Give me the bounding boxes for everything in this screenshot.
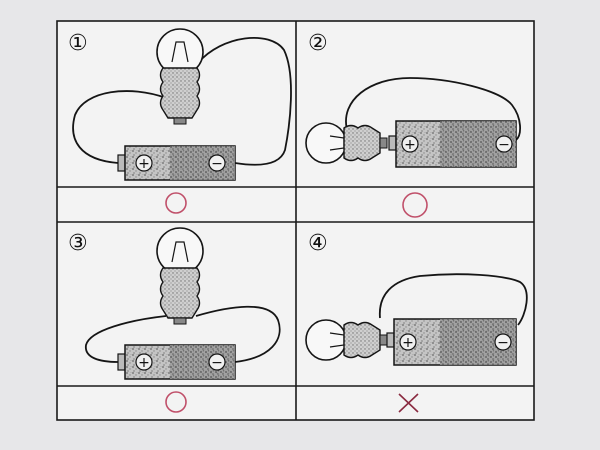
battery-terminal-nub bbox=[386, 332, 395, 348]
bulb-glass bbox=[156, 227, 204, 275]
panel-4: ④ + − × bbox=[0, 0, 528, 413]
panel-4-verdict: × bbox=[0, 0, 419, 413]
panel-1: ① + − ○ bbox=[0, 0, 292, 214]
minus-symbol-ring bbox=[495, 135, 513, 153]
panel-2-verdict-text: ○ bbox=[0, 0, 1, 1]
battery-terminal-nub bbox=[388, 135, 397, 151]
bulb-screw-base bbox=[159, 267, 201, 319]
panel-3: ③ + − ○ bbox=[0, 0, 281, 413]
panel-4-battery: + − bbox=[386, 318, 517, 366]
plus-symbol-ring bbox=[401, 135, 419, 153]
bulb-filament bbox=[171, 241, 189, 263]
minus-symbol-ring bbox=[494, 333, 512, 351]
minus-symbol-ring bbox=[208, 353, 226, 371]
panel-1-battery: + − bbox=[117, 145, 236, 181]
bulb-tip bbox=[173, 317, 187, 325]
plus-symbol: + bbox=[138, 355, 150, 371]
plus-symbol: + bbox=[404, 137, 416, 153]
panel-2: ② + − ○ bbox=[0, 0, 521, 218]
bulb-tip bbox=[379, 334, 388, 346]
panel-1-verdict: ○ bbox=[0, 0, 187, 214]
bulb-glass bbox=[305, 122, 347, 164]
panel-4-verdict-cross bbox=[398, 393, 419, 413]
plus-symbol: + bbox=[138, 156, 150, 172]
bulb-glass bbox=[305, 319, 347, 361]
panel-2-bulb bbox=[305, 122, 388, 164]
panel-3-verdict-circle bbox=[165, 391, 187, 413]
minus-symbol: − bbox=[498, 137, 510, 153]
panel-1-bulb bbox=[156, 28, 204, 125]
panel-4-bulb bbox=[305, 319, 388, 361]
panel-1-verdict-circle bbox=[165, 192, 187, 214]
bulb-screw-base bbox=[343, 124, 381, 162]
battery-terminal-nub bbox=[117, 154, 126, 172]
minus-symbol: − bbox=[211, 156, 223, 172]
panel-1-verdict-text: ○ bbox=[0, 0, 1, 1]
minus-symbol: − bbox=[497, 335, 509, 351]
plus-symbol-ring bbox=[399, 333, 417, 351]
panel-2-battery: + − bbox=[388, 120, 517, 168]
panel-3-verdict: ○ bbox=[0, 0, 187, 413]
panel-1-number: ① bbox=[68, 31, 88, 56]
plus-symbol-ring bbox=[135, 353, 153, 371]
bulb-screw-base bbox=[159, 67, 201, 119]
panel-1-wire bbox=[72, 37, 292, 166]
panel-2-verdict-circle bbox=[402, 192, 428, 218]
panel-2-wire bbox=[345, 77, 521, 141]
panel-3-number: ③ bbox=[68, 231, 88, 256]
panel-3-verdict-text: ○ bbox=[0, 0, 1, 1]
minus-symbol-ring bbox=[208, 154, 226, 172]
panel-2-verdict: ○ bbox=[0, 0, 428, 218]
plus-symbol: + bbox=[402, 335, 414, 351]
panel-4-number: ④ bbox=[308, 231, 328, 256]
bulb-tip bbox=[379, 137, 388, 149]
panel-4-wire bbox=[379, 273, 528, 326]
bulb-screw-base bbox=[343, 321, 381, 359]
panel-3-bulb bbox=[156, 227, 204, 325]
panel-3-battery: + − bbox=[117, 344, 236, 380]
bulb-tip bbox=[173, 117, 187, 125]
bulb-filament bbox=[171, 41, 189, 63]
panel-3-wire bbox=[85, 305, 281, 363]
panel-2-number: ② bbox=[308, 31, 328, 56]
panel-4-verdict-text: × bbox=[0, 0, 1, 1]
battery-terminal-nub bbox=[117, 353, 126, 371]
plus-symbol-ring bbox=[135, 154, 153, 172]
minus-symbol: − bbox=[211, 355, 223, 371]
